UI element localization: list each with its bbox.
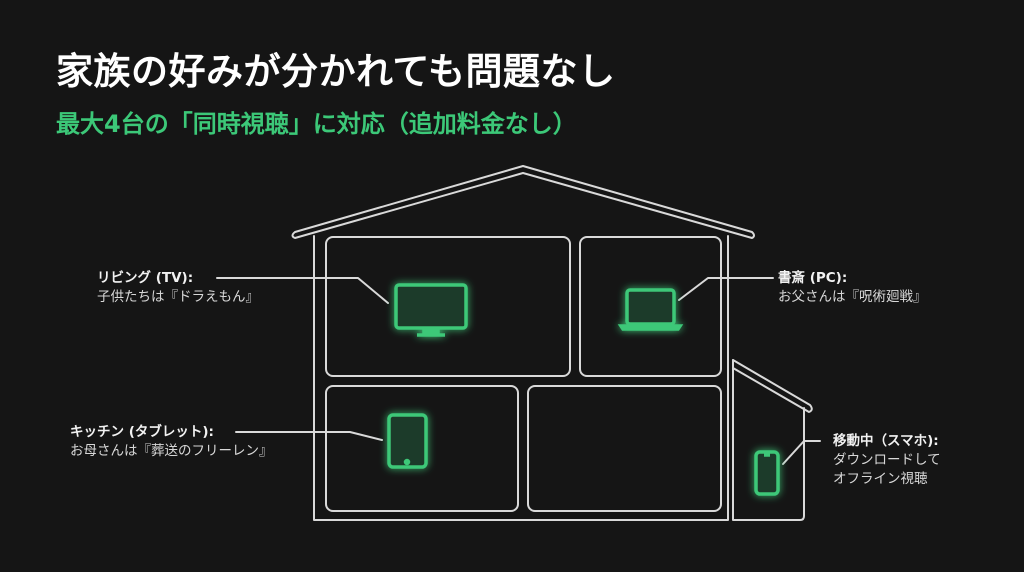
device-label-tablet: キッチン (タブレット): お母さんは『葬送のフリーレン』	[70, 423, 273, 461]
house-walls	[313, 235, 729, 521]
device-label-pc: 書斎 (PC): お父さんは『呪術廻戦』	[778, 269, 927, 307]
tablet-icon	[387, 413, 428, 469]
room-empty	[527, 385, 722, 512]
leader-tv	[216, 277, 389, 304]
leader-tablet	[235, 431, 383, 441]
smartphone-icon	[754, 450, 780, 496]
annex-walls	[732, 359, 805, 521]
viewing-desc: お母さんは『葬送のフリーレン』	[70, 443, 273, 459]
room-kitchen	[325, 385, 519, 512]
leader-pc	[678, 277, 774, 301]
laptop-icon	[617, 288, 684, 331]
viewing-desc: 子供たちは『ドラえもん』	[97, 289, 259, 305]
leader-phone	[782, 440, 821, 465]
device-label-phone: 移動中（スマホ): ダウンロードして オフライン視聴	[833, 432, 941, 489]
viewing-desc-line-1: ダウンロードして	[833, 452, 941, 468]
room-living	[325, 236, 571, 377]
slide-subtitle: 最大4台の「同時視聴」に対応（追加料金なし）	[56, 110, 577, 138]
room-name: キッチン (タブレット):	[70, 424, 214, 440]
room-name: リビング (TV):	[97, 270, 194, 286]
tv-icon	[394, 283, 468, 337]
room-name: 書斎 (PC):	[778, 270, 848, 286]
slide-title: 家族の好みが分かれても問題なし	[56, 50, 616, 93]
viewing-desc: お父さんは『呪術廻戦』	[778, 289, 927, 305]
device-label-tv: リビング (TV): 子供たちは『ドラえもん』	[97, 269, 259, 307]
viewing-desc-line-2: オフライン視聴	[833, 471, 928, 487]
room-name: 移動中（スマホ):	[833, 433, 939, 449]
roof	[291, 165, 755, 239]
room-study	[579, 236, 722, 377]
annex-roof	[732, 359, 813, 413]
